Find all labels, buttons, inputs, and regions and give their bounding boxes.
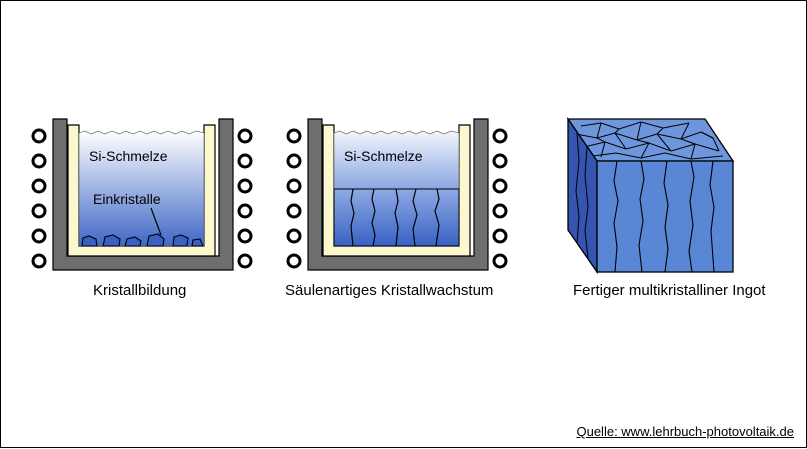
- crucible-wall: [307, 118, 489, 271]
- induction-coil-icon: [31, 128, 253, 269]
- ingot-top-grains: [575, 121, 724, 160]
- crystal-pointer: [150, 207, 162, 236]
- crucible-wall: [52, 118, 234, 271]
- crystals-label: Einkristalle: [93, 191, 161, 207]
- melt-label: Si-Schmelze: [89, 148, 168, 164]
- ingot-side-grains: [575, 132, 589, 259]
- grain-boundaries: [350, 188, 440, 247]
- panel-ingot: [566, 116, 735, 275]
- seed-crystals: [81, 233, 204, 247]
- panel-crystal-formation: Si-Schmelze Einkristalle: [31, 118, 253, 271]
- silicon-melt: [78, 130, 205, 247]
- caption-columnar-growth: Säulenartiges Kristallwachstum: [285, 282, 494, 299]
- silicon-melt: [333, 130, 460, 190]
- source-link[interactable]: Quelle: www.lehrbuch-photovoltaik.de: [576, 424, 794, 439]
- panel-columnar-growth: Si-Schmelze: [286, 118, 508, 271]
- melt-label: Si-Schmelze: [344, 148, 423, 164]
- caption-crystal-formation: Kristallbildung: [93, 282, 187, 299]
- caption-ingot: Fertiger multikristalliner Ingot: [573, 282, 766, 299]
- induction-coil-icon: [286, 128, 508, 269]
- ingot-front-grains: [613, 160, 715, 273]
